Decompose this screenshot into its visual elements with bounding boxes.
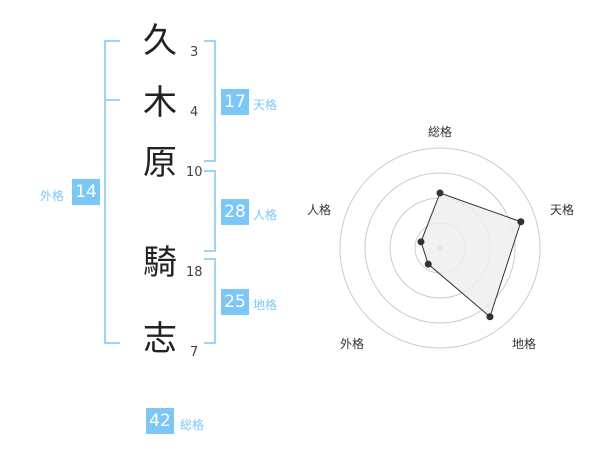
name-char-5: 志 bbox=[143, 319, 177, 359]
radar-point-1 bbox=[436, 189, 444, 197]
name-char-1: 久 bbox=[143, 21, 177, 61]
radar-ring-2 bbox=[364, 172, 516, 324]
chikaku-value: 25 bbox=[221, 289, 249, 315]
radar-label-soukaku: 総格 bbox=[428, 125, 453, 139]
stroke-count-1: 3 bbox=[190, 45, 199, 60]
radar-point-4 bbox=[424, 260, 432, 268]
radar-label-gaikaku: 外格 bbox=[340, 337, 365, 351]
chikaku-label: 地格 bbox=[253, 298, 278, 312]
gaikaku-bracket bbox=[104, 40, 120, 344]
name-char-2: 木 bbox=[143, 83, 177, 123]
chikaku-bracket bbox=[204, 258, 216, 344]
radar-point-2 bbox=[517, 218, 525, 226]
gaikaku-value: 14 bbox=[72, 179, 100, 205]
soukaku-label: 総格 bbox=[180, 418, 205, 432]
jinkaku-label: 人格 bbox=[253, 208, 278, 222]
radar-label-chikaku: 地格 bbox=[512, 337, 537, 351]
tenkaku-value: 17 bbox=[221, 89, 249, 115]
stroke-count-3: 10 bbox=[186, 165, 203, 180]
radar-point-5 bbox=[417, 238, 425, 246]
tenkaku-label: 天格 bbox=[253, 98, 278, 112]
stroke-count-5: 7 bbox=[190, 345, 199, 360]
radar-ring-1 bbox=[339, 147, 541, 349]
name-char-4: 騎 bbox=[143, 243, 177, 283]
radar-label-tenkaku: 天格 bbox=[550, 203, 575, 217]
jinkaku-bracket bbox=[204, 170, 216, 252]
radar-point-3 bbox=[486, 313, 494, 321]
stroke-count-2: 4 bbox=[190, 105, 199, 120]
soukaku-value: 42 bbox=[146, 408, 174, 434]
stroke-count-4: 18 bbox=[186, 265, 203, 280]
radar-label-jinkaku: 人格 bbox=[307, 203, 332, 217]
tenkaku-bracket bbox=[204, 40, 216, 162]
radar-polygon bbox=[420, 192, 522, 318]
jinkaku-value: 28 bbox=[221, 199, 249, 225]
gaikaku-label: 外格 bbox=[40, 189, 65, 203]
gaikaku-bracket-tick bbox=[104, 99, 120, 101]
name-char-3: 原 bbox=[143, 143, 177, 183]
